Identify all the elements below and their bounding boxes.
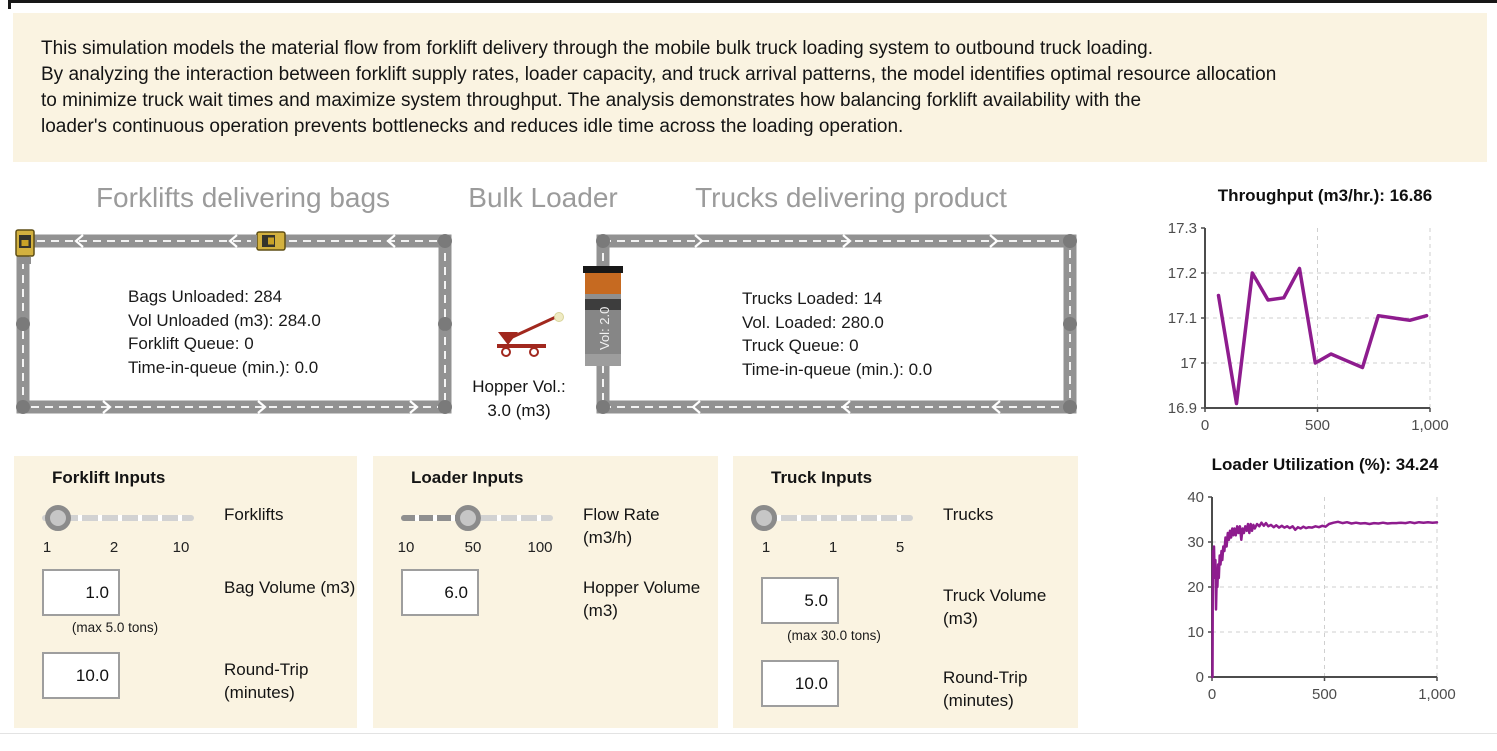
slider-tick-label: 2 (109, 539, 119, 556)
svg-text:1,000: 1,000 (1418, 686, 1456, 703)
hopper-tank: Vol: 2.0 (583, 266, 623, 366)
slider-tick-label: 50 (464, 539, 482, 556)
slider-label: Forklifts (224, 505, 284, 524)
stat-line: Bags Unloaded: 284 (128, 287, 283, 306)
left-arrow-icon (691, 400, 1001, 414)
description-line: This simulation models the material flow… (41, 38, 1154, 59)
truck-roundtrip-input[interactable] (761, 660, 839, 707)
trucks-slider[interactable] (761, 515, 913, 521)
forklift-route-loop (16, 234, 452, 414)
truck-section-title: Trucks delivering product (695, 182, 1007, 213)
field-label: Round-Trip (minutes) (224, 660, 309, 702)
right-arrow-icon (694, 234, 999, 248)
forklift-stats: Bags Unloaded: 284 Vol Unloaded (m3): 28… (128, 285, 321, 379)
forklift-icon (251, 231, 286, 251)
svg-text:0: 0 (1196, 669, 1204, 686)
max-weight-note: (max 5.0 tons) (71, 620, 159, 635)
field-label: Truck Volume (m3) (943, 586, 1047, 628)
field-label: Round-Trip (minutes) (943, 668, 1028, 710)
truck-inputs-panel: Truck Inputs Trucks 1 1 5 Truck Volume (… (733, 456, 1078, 728)
description-line: By analyzing the interaction between for… (41, 64, 1277, 85)
svg-text:500: 500 (1305, 417, 1330, 434)
panel-title: Truck Inputs (771, 468, 873, 487)
slider-tick-label: 100 (527, 539, 553, 556)
forklifts-slider-knob[interactable] (45, 505, 71, 531)
svg-text:0: 0 (1201, 417, 1209, 434)
svg-text:1,000: 1,000 (1411, 417, 1449, 434)
svg-text:0: 0 (1208, 686, 1216, 703)
slider-tick-label: 1 (761, 539, 771, 556)
svg-text:17.1: 17.1 (1168, 310, 1197, 327)
loader-inputs-panel: Loader Inputs Flow Rate (m3/h) 10 50 100… (373, 456, 718, 728)
description-line: to minimize truck wait times and maximiz… (41, 90, 1142, 111)
slider-label: Trucks (943, 505, 994, 524)
panel-title: Forklift Inputs (52, 468, 166, 487)
stat-line: Truck Queue: 0 (742, 336, 859, 355)
route-node (596, 234, 1077, 414)
stat-line: Forklift Queue: 0 (128, 334, 254, 353)
truck-volume-input[interactable] (761, 577, 839, 624)
stat-line: Vol Unloaded (m3): 284.0 (128, 310, 321, 330)
svg-text:17.2: 17.2 (1168, 265, 1197, 282)
description-banner: This simulation models the material flow… (13, 13, 1487, 162)
forklifts-slider[interactable] (42, 515, 194, 521)
svg-text:17.3: 17.3 (1168, 220, 1197, 237)
slider-tick-label: 5 (895, 539, 905, 556)
top-rule-tick (8, 0, 11, 9)
hopper-caption-line: Hopper Vol.: (472, 377, 566, 396)
panel-title: Loader Inputs (411, 468, 524, 487)
field-label: Hopper Volume (m3) (583, 578, 701, 620)
stat-line: Vol. Loaded: 280.0 (742, 312, 884, 332)
tank-volume-label: Vol: 2.0 (597, 307, 612, 350)
bulk-loader-section-title: Bulk Loader (468, 182, 618, 213)
left-arrow-icon (74, 234, 396, 248)
slider-tick-label: 10 (172, 539, 190, 556)
stat-line: Time-in-queue (min.): 0.0 (742, 359, 933, 379)
stat-line: Time-in-queue (min.): 0.0 (128, 357, 319, 377)
throughput-chart: 16.9 17 17.1 17.2 17.3 0 500 1,000 (1168, 220, 1449, 434)
truck-stats: Trucks Loaded: 14 Vol. Loaded: 280.0 Tru… (742, 287, 932, 381)
svg-text:16.9: 16.9 (1168, 400, 1197, 417)
svg-text:30: 30 (1187, 534, 1204, 551)
forklift-inputs-panel: Forklift Inputs Forklifts 1 2 10 Bag Vol… (14, 456, 357, 728)
slider-tick-label: 1 (42, 539, 52, 556)
hopper-volume-caption: Hopper Vol.: 3.0 (m3) (472, 375, 566, 423)
stat-line: Trucks Loaded: 14 (742, 289, 883, 308)
trucks-slider-knob[interactable] (751, 505, 777, 531)
flow-rate-slider-knob[interactable] (455, 505, 481, 531)
forklift-icon (15, 229, 35, 264)
forklift-section-title: Forklifts delivering bags (95, 182, 391, 213)
svg-text:500: 500 (1312, 686, 1337, 703)
top-rule (8, 0, 1497, 3)
utilization-chart: 0 10 20 30 40 0 500 1,000 (1187, 489, 1456, 703)
forklift-roundtrip-input[interactable] (42, 652, 120, 699)
hopper-volume-input[interactable] (401, 569, 479, 616)
field-label: Bag Volume (m3) (224, 578, 356, 597)
slider-tick-label: 10 (397, 539, 415, 556)
description-line: loader's continuous operation prevents b… (41, 116, 904, 137)
hopper-caption-line: 3.0 (m3) (487, 401, 551, 420)
route-diagram: Vol: 2.0 (15, 229, 1077, 414)
flow-rate-slider-fill (401, 515, 468, 521)
bag-volume-input[interactable] (42, 569, 120, 616)
max-weight-note: (max 30.0 tons) (787, 628, 881, 643)
bottom-rule (0, 733, 1497, 734)
throughput-chart-title: Throughput (m3/hr.): 16.86 (1217, 186, 1433, 205)
right-arrow-icon (102, 400, 419, 414)
slider-tick-label: 1 (828, 539, 838, 556)
utilization-chart-title: Loader Utilization (%): 34.24 (1211, 455, 1439, 474)
bulk-loader-machine-icon (497, 312, 564, 357)
svg-text:20: 20 (1187, 579, 1204, 596)
svg-text:10: 10 (1187, 624, 1204, 641)
svg-text:40: 40 (1187, 489, 1204, 506)
svg-text:17: 17 (1180, 355, 1197, 372)
slider-label: Flow Rate (m3/h) (583, 505, 660, 547)
